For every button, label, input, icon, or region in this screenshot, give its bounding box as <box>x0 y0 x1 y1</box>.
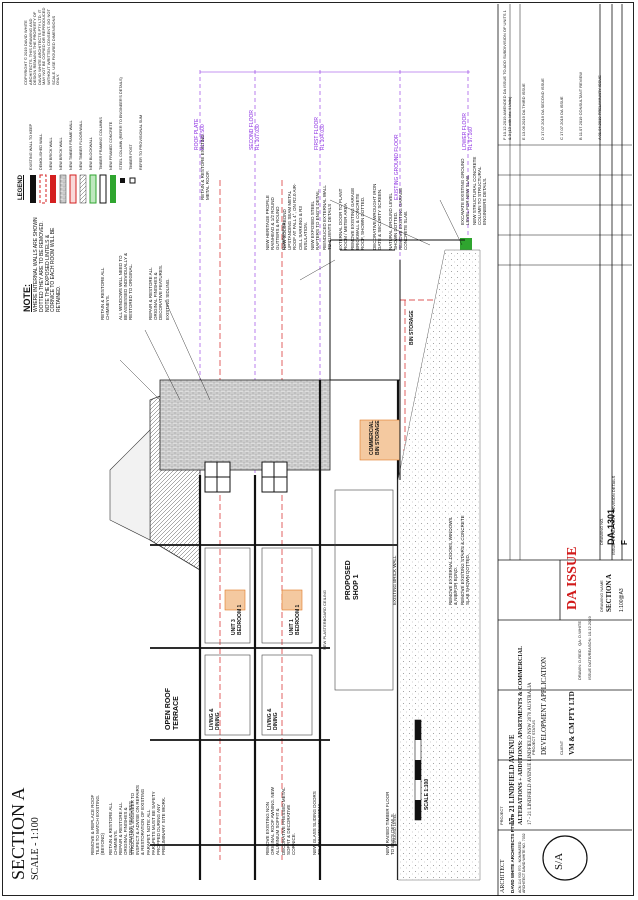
logo-text: S/A <box>553 852 565 870</box>
legend-title: LEGEND <box>18 174 24 200</box>
brick-facade <box>159 379 331 471</box>
drawing-name: SECTION A <box>605 574 613 612</box>
title-block-frame <box>497 4 632 896</box>
new-ceiling-label: NEW PLASTERBOARD CEILING <box>322 589 327 650</box>
issue-stamp: DA ISSUE <box>565 546 580 610</box>
revision-row: F 10.12.2019 AMENDED DA ISSUE TO ADD SUB… <box>502 10 512 140</box>
revision-row: D 17.07.2019 DA SECOND ISSUE <box>540 78 545 140</box>
facade-window <box>204 461 288 493</box>
notes-title: NOTE: <box>22 284 32 312</box>
annotation-right: NEW STRUCTURAL CONCRETE COLUMN TO STRUCT… <box>472 156 488 225</box>
revision-row: E 13.06.2019 DA THIRD ISSUE <box>521 83 526 140</box>
legend-item: DEMOLISHED WALL <box>39 133 43 170</box>
legend-item: EXISTING WALL TO KEEP <box>29 123 33 170</box>
project-desc: ALTERATIONS + ADDITIONS: APARTMENTS & CO… <box>518 646 524 825</box>
client-name: VM & CM PTY LTD <box>568 691 576 755</box>
annotation-right: ALL WINDOWS WILL NEED TO BE ASSESSED IND… <box>118 252 134 320</box>
unit1-bedroom-label: UNIT 1 BEDROOM 1 <box>289 604 301 635</box>
notes-text: WHERE INTERNAL WALLS ARE SHOWN DOTTED TH… <box>33 217 62 312</box>
annotation-bottom: REMOVE EXISTING STAIRS & CONCRETE SLAB S… <box>460 515 471 605</box>
logo-circle <box>542 835 588 881</box>
annotation-right: NATURAL GROUND LEVEL SHOWN DOTTED. <box>388 193 399 250</box>
drawing-number: DA-1301 <box>606 508 616 545</box>
annotation-right: RETAIN & RESTORE ALL CHIMNEYS. <box>100 267 111 320</box>
annotation-right: REPAIR & RESTORE ALL ORIGINAL FINISHES &… <box>148 264 164 320</box>
drawing-no-label: DRAWING NO. <box>599 517 604 545</box>
annotation-right: REMOVE EXISTING GARAGE CONCRETE SLAB. <box>398 187 409 250</box>
room-details <box>204 489 394 736</box>
annotation-left: RETAIN & RESTORE ALL CHIMNEYS. <box>108 802 119 855</box>
annotation-right: EXISTING SIDLING. <box>165 278 170 320</box>
legend-item: REFER TO PROVISIONAL SUM <box>139 114 143 170</box>
annotation-left: STRUCTURAL ENGINEER TO INSPECT & ADVISE … <box>130 785 167 855</box>
chimney-roof <box>109 429 151 541</box>
living-dining-label: LIVING & DINING <box>267 708 279 730</box>
annotation-right: EXCAVATE EXISTING GROUND LEVEL FOR NEW S… <box>460 158 471 225</box>
project-name: 17 - 21 LINDFIELD AVENUE <box>508 734 516 826</box>
annotation-right: REINDUCED EXTERNAL WALL TO CLIENTS DETAI… <box>322 185 333 250</box>
legend-item: STEEL COLUMN (REFER TO ENGINEER'S DETAIL… <box>119 77 123 170</box>
legend-item: NEW BRICK WALL <box>49 137 53 170</box>
walls <box>150 544 400 846</box>
garage-structure <box>329 239 465 480</box>
issue-letter: F <box>620 540 629 545</box>
annotation-bottom: REMOVE EXTERNAL DOORS, WINDOWS & NIB/FOR… <box>448 517 459 605</box>
annotation-left: REMOVE & REPLACE ROOF TILES TO MATCH EXI… <box>90 794 106 855</box>
annotation-bottom: EXISTING BRICK WALL <box>392 555 397 605</box>
annotation-left: NEW GLASS SLIDING DOORS TO ARCHITECTS DE… <box>312 791 323 855</box>
legend-item: NEW BLOCKWALL <box>89 137 93 170</box>
drawn-block: DRAWN: D.REID QA: D.WHITE <box>577 620 582 680</box>
legend-swatches <box>30 174 136 204</box>
revision-row: A 01.04.2019 PRELIMINARY ISSUE <box>597 75 602 140</box>
open-roof-terrace-label: OPEN ROOF TERRACE <box>165 687 181 730</box>
revision-row: B 11.07.2019 CONSULTANT REVIEW <box>578 72 583 140</box>
living-dining-label: LIVING & DINING <box>209 708 221 730</box>
architect-address: ACN 114 933 970 - NOMINATED ARCHITECT DA… <box>518 833 527 893</box>
annotation-right: NEW COLORBOND UPSTANDING SEAM METAL ROOF… <box>282 183 308 251</box>
annotation-right: REMOVE EXISTING GARAGE BRICKWALL & CONCR… <box>350 187 366 250</box>
project-status: DEVELOPMENT APPLICATION <box>540 656 548 755</box>
project-address: 17 - 21 LINDFIELD AVENUE LINDFIELD NSW 2… <box>528 682 533 825</box>
scale-bar <box>414 719 422 821</box>
legend-item: NEW TIMBER FRAME WALL <box>69 120 73 170</box>
new-column <box>460 238 472 252</box>
annotation-right: EXTERNAL DOOR TO PLANT ROOM / METER AREA <box>338 188 349 250</box>
legend-item: NEW BRICK WALL <box>59 137 63 170</box>
orange-features <box>224 419 401 611</box>
architect-name: DAVID WHITE ARCHITECTS PTY LTD <box>510 813 515 893</box>
legend-item: TIMBER FRAMING COLUMNS <box>99 117 103 170</box>
annotation-right: RETAIN & RESTORE EXISTING METAL ROOF. <box>200 134 211 200</box>
legend-item: TIMBER POST <box>129 144 133 170</box>
scale-bar-label: SCALE 1:100 <box>424 778 430 810</box>
architect-label: ARCHITECT <box>500 859 506 893</box>
annotation-right: DECORATIVE WROUGHT IRON GATE & SECURITY … <box>372 183 383 250</box>
annotation-left: REMOVE EXISTING NON ORIGINAL ROOF AWNING… <box>265 787 296 855</box>
revision-row: C 17.07.2019 DA ISSUE <box>559 96 564 140</box>
leader-lines <box>119 199 463 401</box>
scale-label: SCALE - 1:100 <box>30 817 41 880</box>
annotation-right: NEW EXPOSED STEEL RAFTERS TO ENG'S DETAI… <box>310 188 321 250</box>
legend-item: NEW FRAMED CONCRETE <box>109 121 113 170</box>
proposed-shop-label: PROPOSED SHOP 1 <box>345 560 361 600</box>
bin-storage-label: BIN STORAGE <box>409 310 415 345</box>
issue-date-block: ISSUE DATE/REASON: 10.12.2019 <box>587 616 592 680</box>
legend-item: NEW TIMBER FLOOR/WALL <box>79 120 83 170</box>
scale-field: 1:100@A3 <box>619 588 625 612</box>
copyright-note: COPYRIGHT © 2019 DAVID WHITE ARCHITECTS.… <box>23 7 61 85</box>
client-label: CLIENT <box>559 740 564 755</box>
section-title: SECTION A <box>8 787 28 880</box>
drawing-name-label: DRAWING NAME <box>599 580 604 612</box>
commercial-bin-storage-label: COMMERCIAL BIN STORAGE <box>369 420 381 455</box>
annotation-left: NEW RAISED TIMBER FLOOR TO ENG'S DETAILS… <box>385 791 396 855</box>
unit3-bedroom-label: UNIT 3 BEDROOM 1 <box>231 604 243 635</box>
project-label: PROJECT <box>499 806 504 825</box>
revision-table <box>498 4 632 560</box>
